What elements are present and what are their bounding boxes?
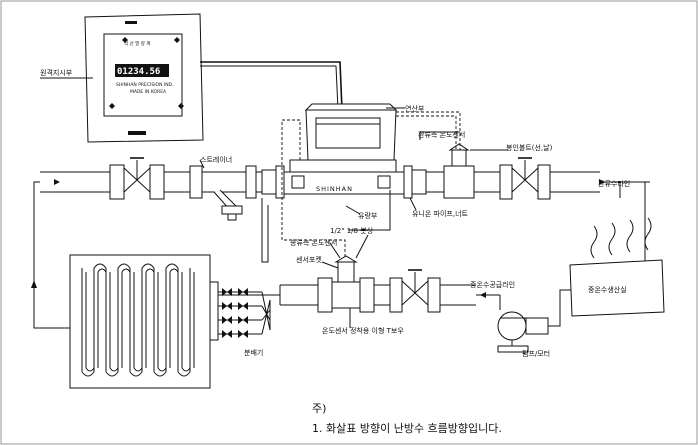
label-seal-bolt: 봉인볼트(선,날)	[506, 143, 553, 152]
manifold-valves	[218, 288, 271, 338]
signal-cable	[200, 61, 343, 111]
label-union-fitting: 유니온 파이프,너트	[412, 209, 469, 218]
return-loop-line	[33, 181, 70, 329]
label-hot-water-plant: 중온수생산실	[588, 285, 627, 294]
label-distributor: 분배기	[244, 348, 263, 357]
hot-water-plant	[569, 217, 665, 317]
pump-motor	[497, 289, 580, 353]
distributor-manifold	[209, 281, 281, 341]
branch-valve-icon	[238, 330, 248, 338]
supply-sensor-cable	[281, 119, 346, 258]
label-flow-part: 유량부	[358, 212, 378, 220]
floor-heating-coil	[69, 254, 211, 389]
display-reading: 01234.56	[117, 67, 160, 77]
display-title: 적 산 열 량 계	[124, 40, 150, 47]
return-sensor-cable	[396, 111, 461, 150]
label-return-line: 환류수라인	[598, 179, 630, 188]
display-brand: SHINHAN PRECISION IND.	[116, 82, 173, 88]
branch-valve-icon	[238, 302, 248, 310]
diamond-icon	[174, 37, 180, 43]
label-remote-display: 원격지시부	[40, 68, 73, 77]
display-screen	[115, 64, 169, 77]
diamond-icon	[109, 103, 115, 109]
label-calculator: 연산부	[405, 104, 425, 113]
diamond-icon	[122, 37, 128, 43]
label-sensor-tee: 온도센서 정착용 이형 T보우	[322, 326, 404, 335]
label-socket-spec: 1/2" 1/8 붓싱	[330, 226, 373, 235]
supply-pipeline	[280, 255, 476, 313]
branch-valve-icon	[222, 288, 232, 296]
display-sub: MADE IN KOREA	[130, 89, 167, 95]
note-line-1: 1. 화살표 방향이 난방수 흐름방향입니다.	[312, 422, 502, 435]
remote-display-unit: 적 산 열 량 계 01234.56 SHINHAN PRECISION IND…	[84, 13, 204, 143]
label-sensor-pocket: 센서포켓	[296, 255, 322, 264]
label-supply-temp-sensor: 송류측 온도센서	[290, 238, 337, 247]
label-strainer: 스트레이너	[200, 155, 232, 164]
label-return-temp-sensor: 환류측 온도센서	[418, 130, 465, 139]
branch-valve-icon	[238, 316, 248, 324]
return-temp-sensor	[448, 143, 470, 151]
label-pump-motor: 펌프/모터	[522, 349, 550, 358]
branch-valve-icon	[222, 330, 232, 338]
supply-temp-sensor	[334, 255, 358, 263]
note-heading: 주)	[312, 402, 326, 415]
meter-brand: SHINHAN	[316, 185, 353, 193]
sensor-pocket	[337, 261, 355, 283]
label-hot-water-supply-line: 중온수공급라인	[470, 280, 515, 289]
branch-valve-icon	[222, 316, 232, 324]
branch-valve-icon	[222, 302, 232, 310]
diamond-icon	[178, 103, 184, 109]
branch-valve-icon	[238, 288, 248, 296]
return-pipeline	[40, 157, 285, 221]
heat-meter: SHINHAN	[283, 103, 600, 200]
